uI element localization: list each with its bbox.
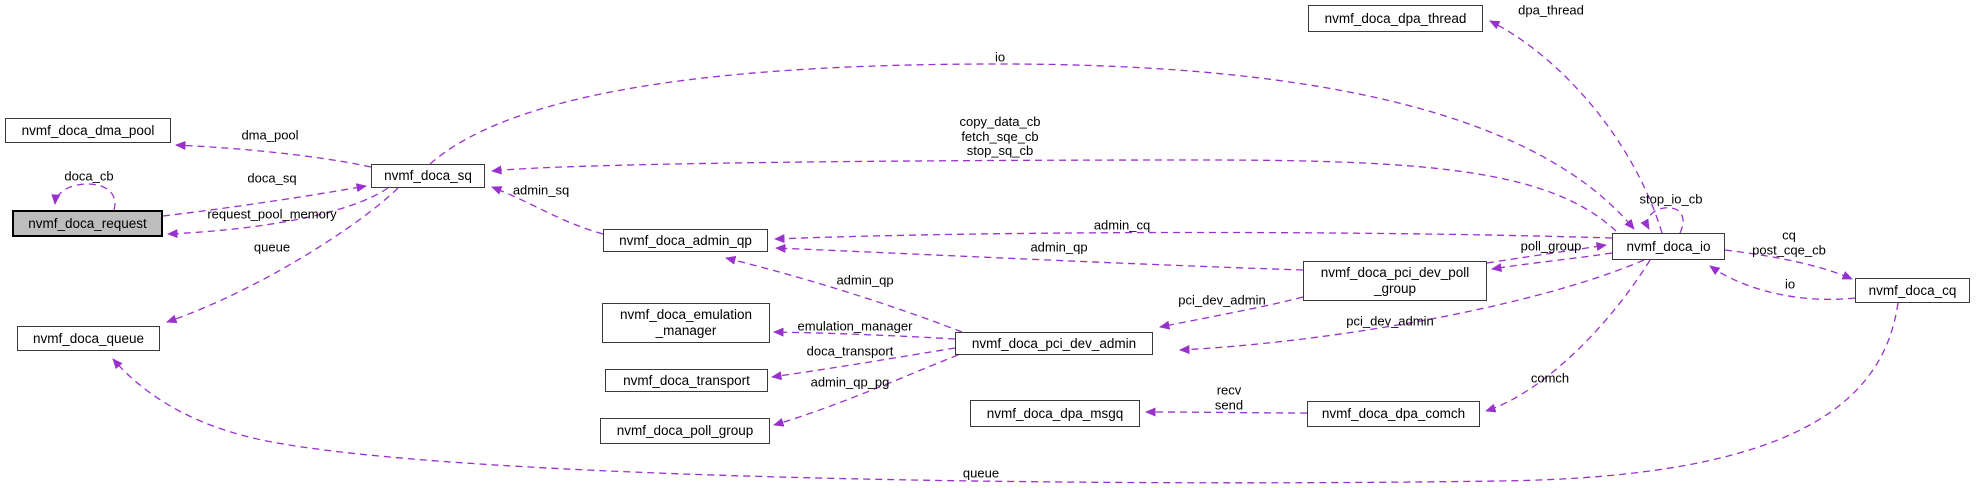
edge-nvmf_doca_pci_dev_admin-to-nvmf_doca_admin_qp: [725, 255, 963, 333]
edge-nvmf_doca_io-to-nvmf_doca_cq: [1724, 249, 1853, 280]
node-nvmf_doca_sq[interactable]: nvmf_doca_sq: [371, 164, 485, 188]
node-nvmf_doca_io[interactable]: nvmf_doca_io: [1612, 233, 1725, 260]
edge-nvmf_doca_admin_qp-to-nvmf_doca_sq: [491, 186, 604, 235]
edge-nvmf_doca_dpa_comch-to-nvmf_doca_dpa_msgq: [1145, 407, 1308, 417]
edge-nvmf_doca_sq-to-nvmf_doca_request: [167, 187, 389, 239]
node-nvmf_doca_poll_group[interactable]: nvmf_doca_poll_group: [600, 418, 770, 444]
edge-nvmf_doca_sq-to-nvmf_doca_queue: [166, 187, 399, 324]
node-nvmf_doca_cq[interactable]: nvmf_doca_cq: [1855, 278, 1970, 303]
edge-nvmf_doca_io-to-nvmf_doca_sq: [491, 159, 1617, 232]
edge-nvmf_doca_pci_dev_admin-to-nvmf_doca_poll_group: [773, 354, 959, 427]
edge-nvmf_doca_io-to-nvmf_doca_dpa_thread: [1489, 20, 1663, 234]
edge-nvmf_doca_pci_dev_poll_group-to-nvmf_doca_admin_qp: [775, 243, 1304, 271]
edge-nvmf_doca_io-to-nvmf_doca_io: [1640, 207, 1684, 234]
edge-nvmf_doca_pci_dev_poll_group-to-nvmf_doca_pci_dev_admin: [1159, 296, 1304, 330]
edge-nvmf_doca_cq-to-nvmf_doca_queue: [112, 302, 1899, 484]
node-nvmf_doca_pci_dev_poll_group[interactable]: nvmf_doca_pci_dev_poll _group: [1303, 261, 1487, 301]
edge-nvmf_doca_io-to-nvmf_doca_admin_qp: [774, 231, 1613, 244]
node-nvmf_doca_queue[interactable]: nvmf_doca_queue: [17, 326, 160, 351]
edge-nvmf_doca_pci_dev_admin-to-nvmf_doca_emulation_manager: [773, 327, 956, 340]
edge-nvmf_doca_request-to-nvmf_doca_sq: [162, 183, 367, 217]
node-nvmf_doca_dpa_comch[interactable]: nvmf_doca_dpa_comch: [1307, 401, 1480, 427]
edge-nvmf_doca_io-to-nvmf_doca_dpa_comch: [1485, 259, 1651, 413]
edge-nvmf_doca_request-to-nvmf_doca_request: [51, 183, 116, 211]
edge-nvmf_doca_io-to-nvmf_doca_pci_dev_admin: [1179, 259, 1645, 355]
node-nvmf_doca_dpa_msgq[interactable]: nvmf_doca_dpa_msgq: [970, 400, 1140, 427]
edge-nvmf_doca_pci_dev_admin-to-nvmf_doca_transport: [771, 347, 956, 381]
node-nvmf_doca_dpa_thread[interactable]: nvmf_doca_dpa_thread: [1308, 5, 1483, 32]
edge-nvmf_doca_sq-to-nvmf_doca_io: [429, 63, 1635, 230]
node-nvmf_doca_request: nvmf_doca_request: [12, 210, 163, 237]
edge-nvmf_doca_cq-to-nvmf_doca_io: [1709, 265, 1856, 301]
node-nvmf_doca_emulation_manager[interactable]: nvmf_doca_emulation _manager: [602, 303, 770, 343]
node-nvmf_doca_dma_pool[interactable]: nvmf_doca_dma_pool: [5, 118, 171, 143]
node-nvmf_doca_transport[interactable]: nvmf_doca_transport: [605, 369, 768, 392]
edge-nvmf_doca_pci_dev_poll_group-to-nvmf_doca_io: [1486, 242, 1607, 264]
node-nvmf_doca_pci_dev_admin[interactable]: nvmf_doca_pci_dev_admin: [955, 332, 1153, 355]
edge-nvmf_doca_io-to-nvmf_doca_pci_dev_poll_group: [1491, 252, 1613, 272]
node-nvmf_doca_admin_qp[interactable]: nvmf_doca_admin_qp: [603, 229, 768, 252]
edge-nvmf_doca_sq-to-nvmf_doca_dma_pool: [175, 140, 372, 168]
